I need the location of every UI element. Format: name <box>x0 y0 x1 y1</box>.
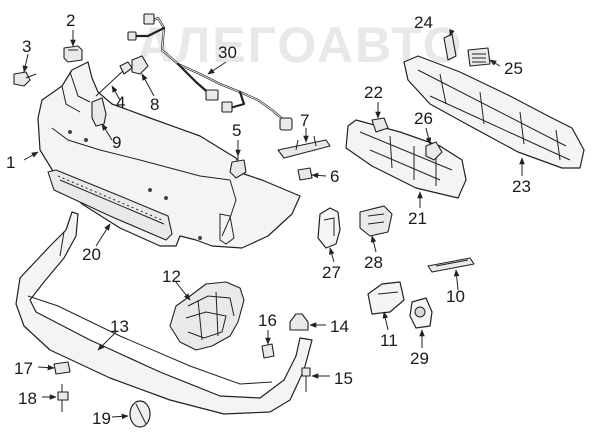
part-16-clip <box>261 343 275 359</box>
callout-23: 23 <box>512 177 531 196</box>
callout-1: 1 <box>6 153 15 172</box>
callout-28: 28 <box>364 253 383 272</box>
part-23-reinforcement <box>403 55 585 169</box>
leader-lines <box>22 29 525 420</box>
callout-29: 29 <box>410 349 429 368</box>
callout-5: 5 <box>232 121 241 140</box>
part-4-stud <box>95 61 133 97</box>
part-30-wiring-harness <box>127 13 293 131</box>
part-11-bracket <box>367 281 405 315</box>
callout-8: 8 <box>150 95 159 114</box>
callout-20: 20 <box>82 245 101 264</box>
part-7-bracket-strip <box>277 135 331 159</box>
part-25-reflector <box>467 47 491 67</box>
part-3-screw <box>13 71 37 87</box>
callout-24: 24 <box>414 13 433 32</box>
part-15-bolt <box>301 367 311 392</box>
callout-3: 3 <box>22 37 31 56</box>
callout-19: 19 <box>92 409 111 428</box>
part-12-heat-shield <box>169 281 245 351</box>
callout-11: 11 <box>380 331 398 350</box>
callout-9: 9 <box>112 133 121 152</box>
callout-13: 13 <box>110 317 129 336</box>
callout-15: 15 <box>334 369 353 388</box>
callout-6: 6 <box>330 167 339 186</box>
callout-labels: 1 2 3 4 5 6 7 8 9 10 11 12 13 14 15 16 1… <box>6 11 531 428</box>
callout-14: 14 <box>330 317 349 336</box>
part-20-garnish <box>47 169 173 241</box>
part-24-bracket <box>443 33 457 61</box>
callout-18: 18 <box>18 389 37 408</box>
part-17-clip <box>53 361 71 375</box>
callout-25: 25 <box>504 59 523 78</box>
part-27-side-bracket <box>317 207 341 249</box>
callout-16: 16 <box>258 311 277 330</box>
callout-26: 26 <box>414 109 433 128</box>
callout-10: 10 <box>446 287 465 306</box>
part-29-sensor <box>409 297 433 329</box>
callout-27: 27 <box>322 263 341 282</box>
part-28-retainer <box>359 205 393 237</box>
part-10-reflector-strip <box>427 257 475 273</box>
callout-22: 22 <box>364 83 383 102</box>
callout-12: 12 <box>162 267 181 286</box>
callout-30: 30 <box>218 43 237 62</box>
part-18-bolt <box>57 384 69 412</box>
part-13-lower-bumper <box>15 211 313 415</box>
part-26-clip <box>425 141 443 161</box>
callout-21: 21 <box>408 209 427 228</box>
callout-4: 4 <box>116 93 125 112</box>
part-19-tow-cover <box>129 400 151 428</box>
part-21-absorber <box>345 119 467 199</box>
callout-2: 2 <box>66 11 75 30</box>
part-6-small-clip <box>297 167 313 181</box>
part-14-clip <box>289 313 309 331</box>
callout-17: 17 <box>14 359 33 378</box>
callout-7: 7 <box>300 111 309 130</box>
part-2-clip <box>63 45 83 63</box>
part-8-connector <box>131 55 149 75</box>
